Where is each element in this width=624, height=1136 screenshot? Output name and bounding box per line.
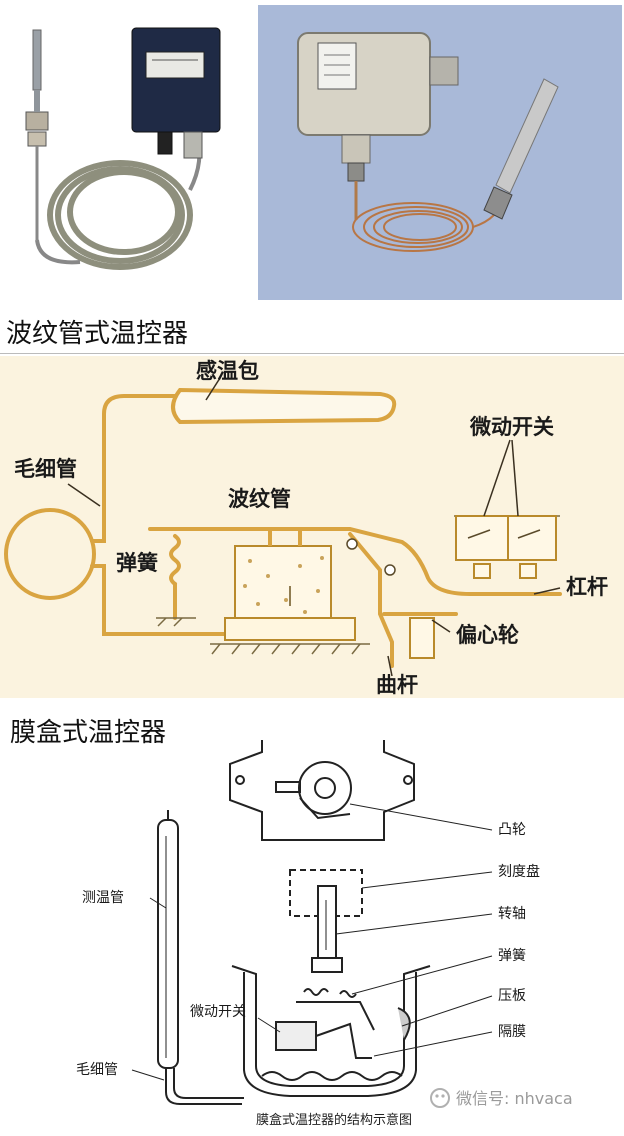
capsule-housing [231,965,431,1087]
label-micro-switch: 微动开关 [190,1004,246,1020]
label-shaft: 转轴 [498,906,526,922]
rotary-shaft [317,885,337,959]
label-crank: 曲杆 [376,673,418,697]
cam-lobe [299,797,351,820]
figure-caption: 膜盒式温控器的结构示意图 [256,1112,412,1128]
photo-bellows-thermostat-drawing [25,27,221,270]
bellows-thermostat-diagram: 感温包 毛细管 波纹管 弹簧 微动开关 杠杆 偏心轮 曲杆 [0,356,624,698]
section-title-diaphragm: 膜盒式温控器 [10,718,167,748]
diagram2-lines [157,740,431,1105]
capillary-tube [90,394,182,543]
diaphragm-thermostat-diagram: 凸轮 刻度盘 转轴 弹簧 压板 隔膜 测温管 微动开关 毛细管 膜盒式温控器的结… [76,740,573,1128]
capillary-tube [165,1068,242,1105]
crank-arm [348,532,394,668]
photo-capillary-thermostat [258,5,622,300]
lever-pivot [346,538,358,550]
micro-switch [275,1021,317,1051]
capillary-coil [4,508,96,600]
label-sensing-bulb: 感温包 [196,359,259,383]
divider [0,353,624,354]
label-diaphragm: 隔膜 [498,1024,526,1040]
label-capillary: 毛细管 [76,1062,118,1078]
watermark-text: 微信号: nhvaca [456,1089,573,1108]
wechat-icon [430,1088,450,1108]
section-title-bellows: 波纹管式温控器 [6,319,189,349]
diagram2-leaders [131,803,493,1081]
sensor-tube [157,819,179,1069]
label-micro-switch: 微动开关 [469,415,554,439]
label-lever: 杠杆 [566,575,608,599]
label-pressure-plate: 压板 [498,988,526,1004]
label-bellows: 波纹管 [228,487,291,511]
cam-hub [314,777,336,799]
label-capillary: 毛细管 [14,457,77,481]
capillary-return [90,564,238,636]
crank-pivot [384,564,396,576]
sensing-bulb [171,387,397,425]
photo-capillary-thermostat-drawing [258,5,622,300]
spring-coil [169,534,181,586]
diaphragm [261,1071,403,1081]
pressure-plate [296,1001,375,1031]
eccentric-wheel [409,617,435,659]
micro-switch-pair [455,515,557,579]
label-spring: 弹簧 [116,551,158,575]
lever-bar [148,527,562,596]
label-eccentric-wheel: 偏心轮 [456,623,519,647]
photo-bellows-thermostat [0,0,252,300]
spring [303,988,329,996]
cam-mount-plate [229,740,415,841]
label-sensor-tube: 测温管 [82,890,124,906]
label-spring: 弹簧 [498,948,526,964]
label-cam: 凸轮 [498,822,526,838]
diagram1-lines [4,387,562,668]
watermark: 微信号: nhvaca [430,1088,573,1108]
label-dial: 刻度盘 [498,863,540,880]
cam-follower [275,781,301,793]
diagram1-leaders [67,377,561,677]
bellows-unit [224,529,356,641]
